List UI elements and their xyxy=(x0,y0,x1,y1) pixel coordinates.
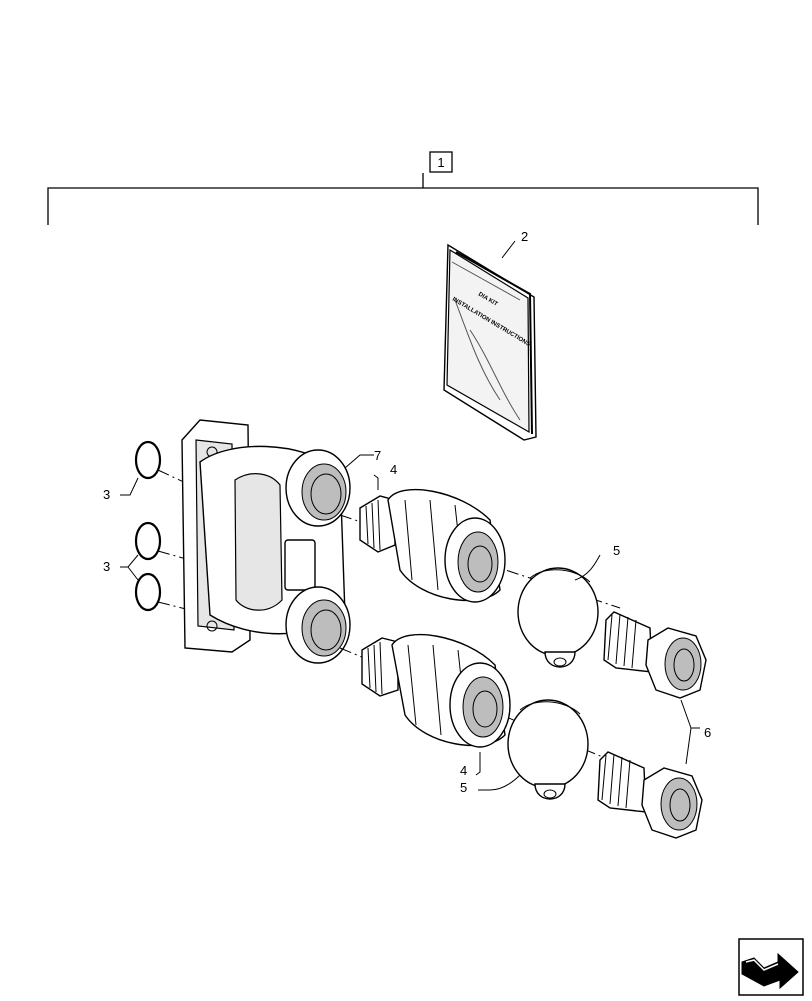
kit-bracket: 1 xyxy=(47,151,759,225)
callout-5-lower: 5 xyxy=(460,780,467,795)
callout-1: 1 xyxy=(437,155,444,170)
instruction-booklet: DIA KIT INSTALLATION INSTRUCTIONS 2 xyxy=(443,229,537,441)
manifold-block: 7 xyxy=(181,419,381,664)
fitting-upper xyxy=(603,611,707,699)
callout-6-leader: 6 xyxy=(680,699,711,765)
callout-6: 6 xyxy=(704,725,711,740)
cap-upper: 5 xyxy=(517,543,620,668)
callout-4-upper: 4 xyxy=(390,462,397,477)
next-page-arrow-icon[interactable] xyxy=(738,938,804,996)
callout-3-pair: 3 xyxy=(103,559,110,574)
fitting-lower xyxy=(597,751,703,839)
callout-4-lower: 4 xyxy=(460,763,467,778)
callout-3-single: 3 xyxy=(103,487,110,502)
coupler-lower: 4 xyxy=(361,633,511,778)
coupler-upper: 4 xyxy=(359,462,506,603)
o-rings: 3 3 xyxy=(103,440,191,612)
callout-2: 2 xyxy=(521,229,528,244)
callout-5-upper: 5 xyxy=(613,543,620,558)
cap-lower: 5 xyxy=(460,699,589,800)
callout-7: 7 xyxy=(374,448,381,463)
